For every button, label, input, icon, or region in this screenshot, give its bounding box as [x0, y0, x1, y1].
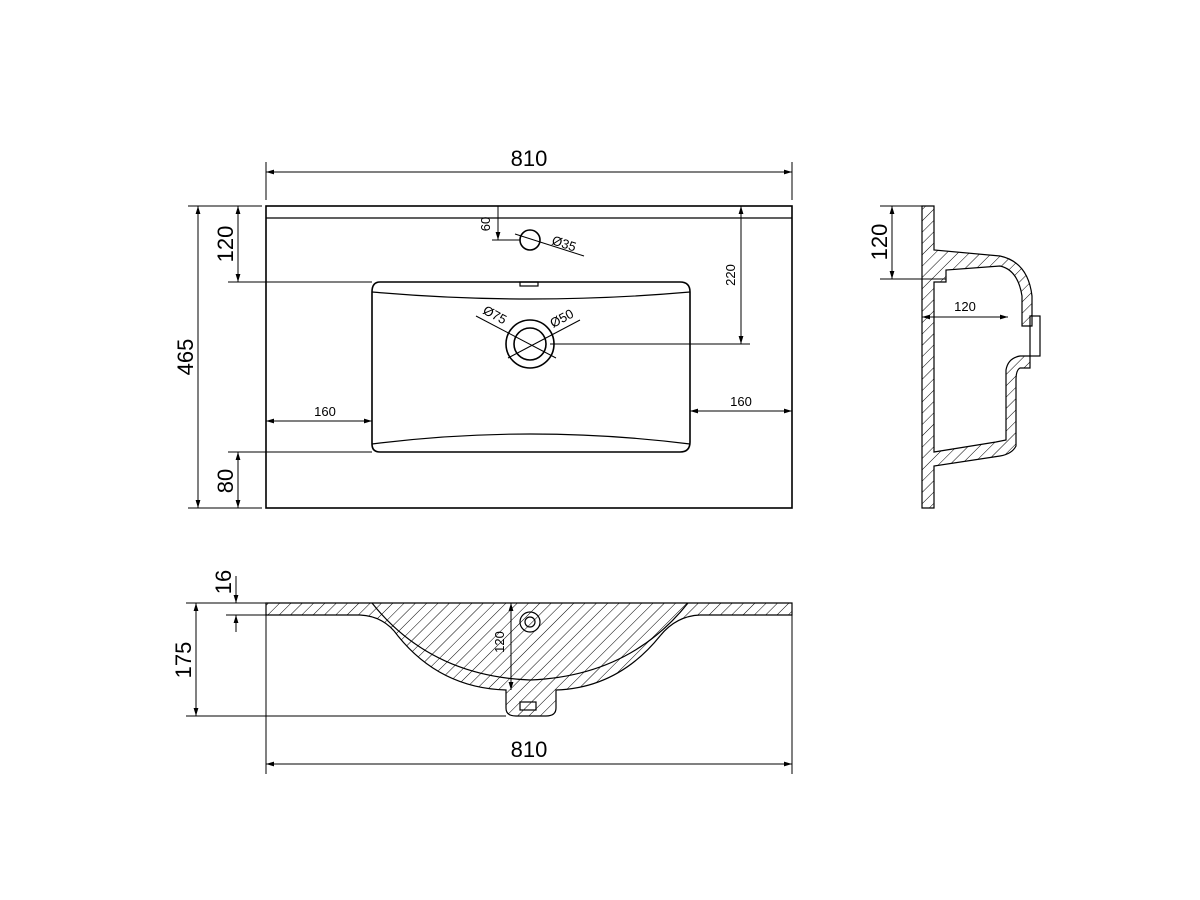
basin-top-outline — [265, 205, 793, 509]
front-rim-label: 16 — [211, 570, 236, 594]
left-margin-label: 160 — [314, 404, 336, 419]
tap-center-label: 60 — [478, 217, 493, 231]
bowl-front-curve — [371, 433, 691, 445]
bowl-outline — [371, 281, 691, 453]
bowl-back-curve — [371, 291, 691, 300]
tap-offset-label: 120 — [213, 226, 238, 263]
front-height-label: 175 — [171, 642, 196, 679]
side-view: 120 120 — [867, 205, 1041, 509]
front-view: 16 175 120 810 — [171, 570, 793, 774]
drain-inner-leader — [507, 319, 581, 359]
drain-offset-label: 220 — [723, 264, 738, 286]
front-tap-hole-inner — [524, 616, 536, 628]
tap-hole — [519, 229, 541, 251]
width-label: 810 — [511, 146, 548, 171]
drain-outer-leader — [475, 315, 557, 359]
front-tap-hole-outer — [519, 611, 541, 633]
front-bowl-depth-label: 120 — [492, 631, 507, 653]
top-view: 810 465 120 80 60 Ø35 220 Ø75 Ø50 160 — [173, 146, 793, 509]
front-width-label: 810 — [511, 737, 548, 762]
front-section — [265, 602, 793, 717]
drain-inner — [513, 327, 547, 361]
side-rim-label: 120 — [867, 224, 892, 261]
front-drain-slot — [519, 701, 537, 711]
front-margin-label: 80 — [213, 469, 238, 493]
drain-outer-label: Ø75 — [481, 302, 510, 327]
front-bowl-inner — [371, 602, 689, 681]
side-section — [921, 205, 1033, 509]
right-margin-label: 160 — [730, 394, 752, 409]
tap-hole-leader — [514, 233, 585, 257]
tap-hole-label: Ø35 — [550, 233, 578, 255]
overflow-slot — [519, 281, 539, 287]
drain-inner-label: Ø50 — [547, 306, 576, 331]
depth-label: 465 — [173, 339, 198, 376]
side-depth-label: 120 — [954, 299, 976, 314]
